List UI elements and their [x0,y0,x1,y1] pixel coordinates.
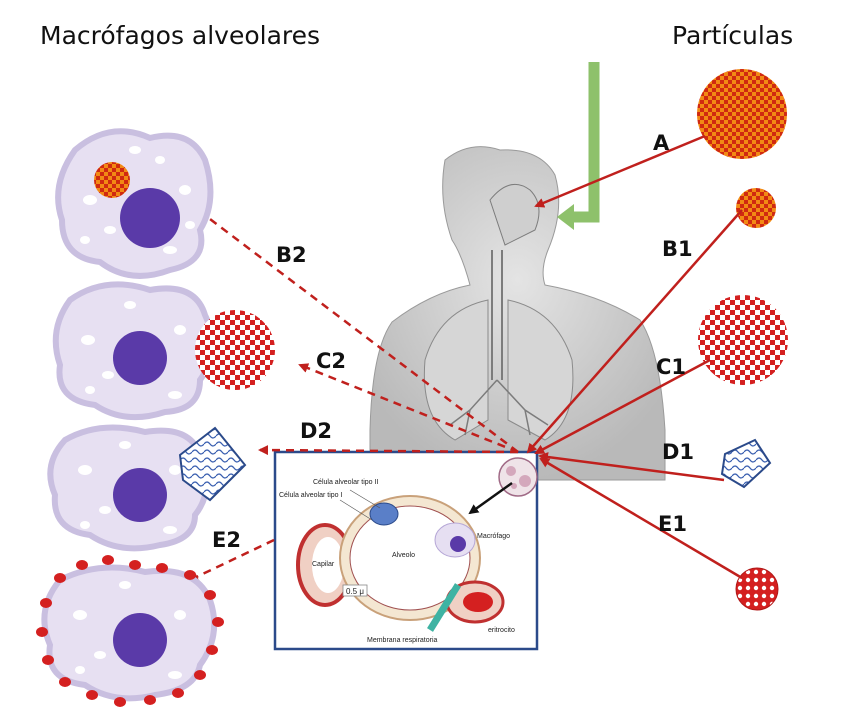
macrophage-d2 [47,424,247,552]
alveolus-icon [498,457,538,497]
inset-label-scale: 0.5 μ [346,587,364,596]
label-b1: B1 [662,237,693,261]
particle-a [697,69,787,159]
inset-label-erythrocyte: eritrocito [488,627,515,634]
human-torso [369,146,666,481]
inset-label-macrophage: Macrófago [477,533,510,540]
particle-e [735,567,779,611]
zoom-arrow [468,481,513,515]
title-left: Macrófagos alveolares [40,21,320,50]
macrophage-b2 [55,128,214,279]
inset-label-membrane: Membrana respiratoria [367,637,438,644]
inset-label-capillary: Capilar [312,561,335,568]
label-e2: E2 [212,528,241,552]
label-e1: E1 [658,512,687,536]
label-c2: C2 [316,349,346,373]
label-d1: D1 [662,440,694,464]
inset-label-type2: Célula alveolar tipo II [313,479,378,486]
label-b2: B2 [276,243,307,267]
inset-label-alveolus: Alveolo [392,552,415,559]
inbound-arrows [526,134,743,580]
label-a: A [653,131,670,155]
title-right: Partículas [672,21,793,50]
inset-label-type1: Célula alveolar tipo I [279,492,342,499]
macrophage-c2 [52,281,275,421]
macrophage-e2 [36,555,224,707]
airflow-arrow [557,62,600,230]
alveolus-inset: Célula alveolar tipo II Célula alveolar … [273,450,539,651]
outbound-arrows [188,208,519,582]
particle-d [720,438,772,489]
particle-c [698,295,788,385]
label-d2: D2 [300,419,332,443]
particle-b [736,188,776,228]
label-c1: C1 [656,355,686,379]
